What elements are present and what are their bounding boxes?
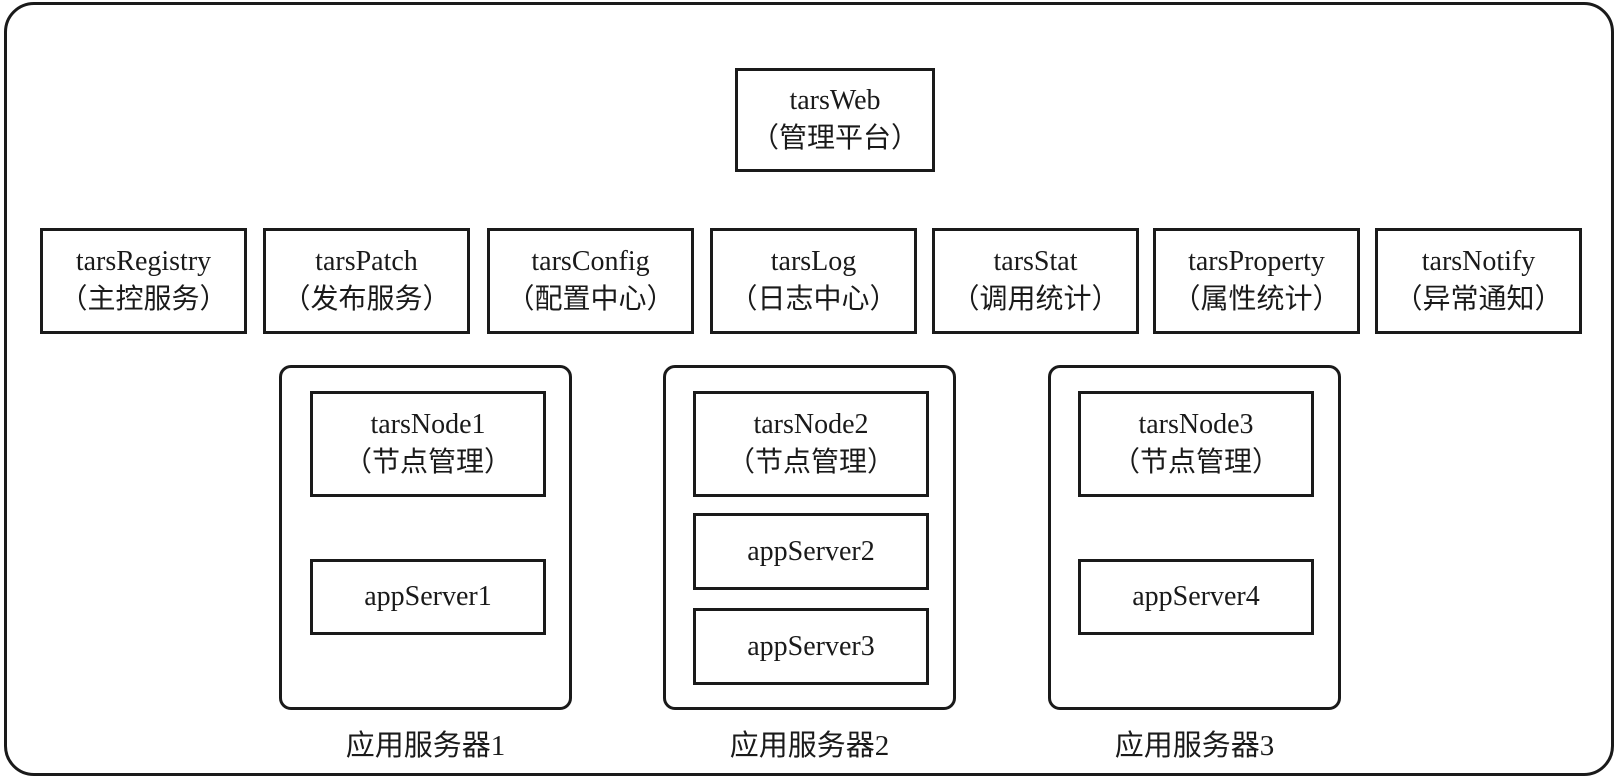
service-tarspatch-box: tarsPatch （发布服务）	[263, 228, 470, 334]
service-name: tarsNotify	[1421, 246, 1536, 277]
service-tarsnotify-box: tarsNotify （异常通知）	[1375, 228, 1582, 334]
service-name: tarsRegistry	[75, 246, 212, 277]
app-name: appServer2	[747, 535, 875, 567]
tarsnode1-box: tarsNode1 （节点管理）	[310, 391, 546, 497]
tarsweb-desc: （管理平台）	[750, 123, 919, 154]
appserver4-box: appServer4	[1078, 559, 1314, 635]
service-name: tarsLog	[770, 246, 857, 277]
tarsweb-box: tarsWeb （管理平台）	[735, 68, 935, 172]
service-name: tarsPatch	[315, 246, 418, 277]
service-tarsproperty-box: tarsProperty （属性统计）	[1153, 228, 1360, 334]
tarsnode3-box: tarsNode3 （节点管理）	[1078, 391, 1314, 497]
app-server-2-container	[663, 365, 956, 710]
node-name: tarsNode2	[753, 409, 869, 440]
appserver3-box: appServer3	[693, 608, 929, 685]
service-desc: （属性统计）	[1172, 284, 1341, 315]
app-server-2-label: 应用服务器2	[729, 730, 890, 762]
service-desc: （主控服务）	[59, 284, 228, 315]
app-server-3-container	[1048, 365, 1341, 710]
service-desc: （发布服务）	[282, 284, 451, 315]
service-tarslog-box: tarsLog （日志中心）	[710, 228, 917, 334]
node-name: tarsNode1	[370, 409, 486, 440]
node-desc: （节点管理）	[343, 447, 512, 478]
service-desc: （日志中心）	[729, 284, 898, 315]
service-tarsstat-box: tarsStat （调用统计）	[932, 228, 1139, 334]
appserver1-box: appServer1	[310, 559, 546, 635]
app-server-1-container	[279, 365, 572, 710]
service-tarsconfig-box: tarsConfig （配置中心）	[487, 228, 694, 334]
node-name: tarsNode3	[1138, 409, 1254, 440]
service-desc: （配置中心）	[506, 284, 675, 315]
tarsnode2-box: tarsNode2 （节点管理）	[693, 391, 929, 497]
app-server-1-label: 应用服务器1	[345, 730, 506, 762]
app-name: appServer1	[364, 581, 492, 612]
service-name: tarsStat	[993, 246, 1078, 277]
appserver2-box: appServer2	[693, 513, 929, 590]
app-name: appServer4	[1132, 581, 1260, 612]
tarsweb-name: tarsWeb	[789, 85, 881, 116]
diagram-frame	[4, 2, 1614, 776]
node-desc: （节点管理）	[726, 447, 895, 478]
service-desc: （异常通知）	[1394, 284, 1563, 315]
service-name: tarsProperty	[1188, 246, 1325, 277]
app-name: appServer3	[747, 630, 875, 662]
node-desc: （节点管理）	[1111, 447, 1280, 478]
service-desc: （调用统计）	[951, 284, 1120, 315]
service-name: tarsConfig	[531, 246, 650, 277]
service-tarsregistry-box: tarsRegistry （主控服务）	[40, 228, 247, 334]
app-server-3-label: 应用服务器3	[1114, 730, 1275, 762]
